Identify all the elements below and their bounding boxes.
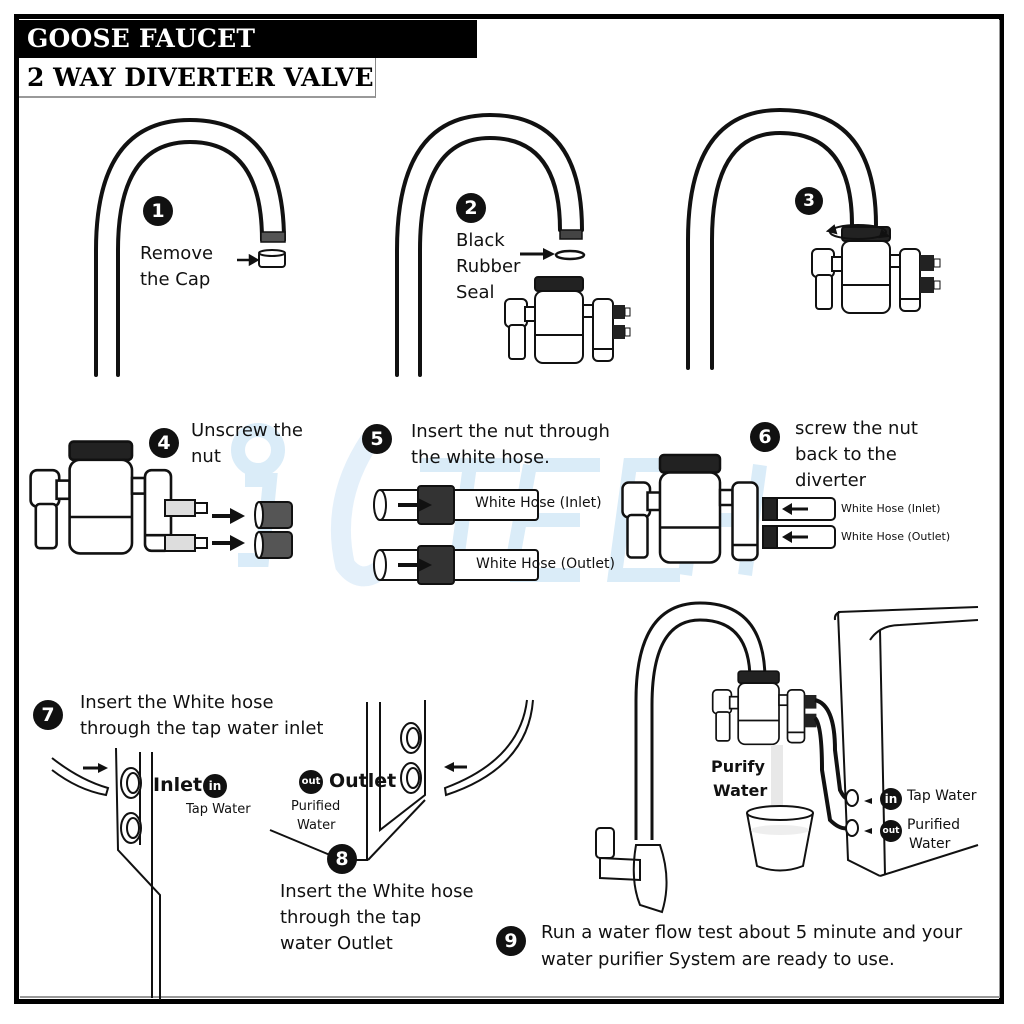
step-2-line-3: Seal — [456, 282, 495, 303]
inlet-ports-icon — [120, 767, 142, 844]
step-7-line-1: Insert the White hose — [80, 692, 274, 713]
step-number-8: 8 — [327, 844, 357, 874]
step-number-2: 2 — [456, 193, 486, 223]
step-4-line-1: Unscrew the — [191, 420, 303, 441]
nuts-icon — [254, 501, 293, 559]
step-2-line-2: Rubber — [456, 256, 521, 277]
step-number-9: 9 — [496, 926, 526, 956]
glass-icon — [746, 805, 814, 872]
step-8-line-3: water Outlet — [280, 933, 393, 954]
purify-label-1: Purify — [711, 757, 765, 776]
diverter-valve-step2-icon — [504, 276, 631, 364]
step-9-line-2: water purifier System are ready to use. — [541, 949, 895, 970]
hoses-attached-icon — [762, 497, 836, 549]
purifier-ports-icon — [845, 789, 859, 837]
page-title: GOOSE FAUCET INSTALLATION — [19, 20, 477, 91]
step-6-hose-outlet-label: White Hose (Outlet) — [841, 530, 951, 543]
purifier-purified-label-2: Water — [909, 836, 951, 852]
outlet-ports-icon — [400, 722, 422, 794]
step-9-line-1: Run a water flow test about 5 minute and… — [541, 922, 963, 943]
step-2-line-1: Black — [456, 230, 505, 251]
step-number-5: 5 — [362, 424, 392, 454]
outlet-badge: out — [299, 769, 323, 795]
purifier-in-badge: in — [880, 786, 902, 812]
step-4-line-2: nut — [191, 446, 221, 467]
threaded-connectors-icon — [164, 499, 208, 552]
arrow-icon — [237, 253, 260, 267]
cap-icon — [258, 249, 286, 268]
step-1-line-1: Remove — [140, 243, 214, 264]
water-purifier-unit-icon — [833, 606, 979, 877]
step-number-1: 1 — [143, 196, 173, 226]
purifier-outlet-side-icon — [269, 699, 534, 861]
faucet-1-icon — [94, 117, 286, 377]
purifier-out-badge: out — [880, 818, 902, 844]
out-badge-icon: out — [880, 820, 902, 842]
faucet-2-icon — [395, 112, 584, 377]
step-5-line-1: Insert the nut through — [411, 421, 610, 442]
step-8-line-1: Insert the White hose — [280, 881, 474, 902]
step-number-6: 6 — [750, 422, 780, 452]
step-6-line-3: diverter — [795, 470, 867, 491]
step-number-7: 7 — [33, 700, 63, 730]
step-1-line-2: the Cap — [140, 269, 211, 290]
diverter-valve-step4-icon — [29, 440, 173, 555]
step-7-line-2: through the tap water inlet — [80, 718, 324, 739]
step-6-line-1: screw the nut — [795, 418, 918, 439]
diverter-valve-step6-icon — [621, 453, 759, 564]
arrows-right-icon — [212, 508, 245, 551]
step-number-3: 3 — [795, 187, 823, 215]
page-subtitle: 2 WAY DIVERTER VALVE — [19, 58, 376, 98]
rotate-arrow-icon — [825, 224, 891, 240]
inlet-label: Inlet — [153, 774, 203, 796]
diverter-valve-step9-icon — [711, 670, 817, 746]
purifier-tap-water-label: Tap Water — [907, 788, 977, 804]
faucet-3-icon — [686, 107, 878, 370]
purify-label-2: Water — [713, 781, 768, 800]
outlet-sub-label-2: Water — [297, 818, 336, 833]
hose-inlet-icon — [373, 485, 539, 525]
step-number-4: 4 — [149, 428, 179, 458]
step-6-line-2: back to the — [795, 444, 897, 465]
goose-faucet-full-icon — [595, 601, 767, 914]
hose-outlet-icon — [373, 545, 539, 585]
step-5-hose-outlet-label: White Hose (Outlet) — [476, 556, 615, 572]
step-5-hose-inlet-label: White Hose (Inlet) — [475, 495, 602, 511]
in-badge-icon: in — [203, 774, 227, 798]
diverter-valve-step3-icon — [811, 226, 941, 314]
step-5-line-2: the white hose. — [411, 447, 550, 468]
outlet-label: Outlet — [329, 770, 397, 792]
inlet-sub-label: Tap Water — [186, 802, 251, 817]
outlet-sub-label-1: Purified — [291, 799, 341, 814]
purifier-purified-label-1: Purified — [907, 817, 961, 833]
in-badge-icon: in — [880, 788, 902, 810]
rubber-seal-icon — [520, 248, 586, 261]
step-8-line-2: through the tap — [280, 907, 422, 928]
inlet-badge: in — [203, 773, 227, 799]
step-6-hose-inlet-label: White Hose (Inlet) — [841, 502, 941, 515]
out-badge-icon: out — [299, 770, 323, 794]
purifier-inlet-side-icon — [51, 747, 161, 1000]
